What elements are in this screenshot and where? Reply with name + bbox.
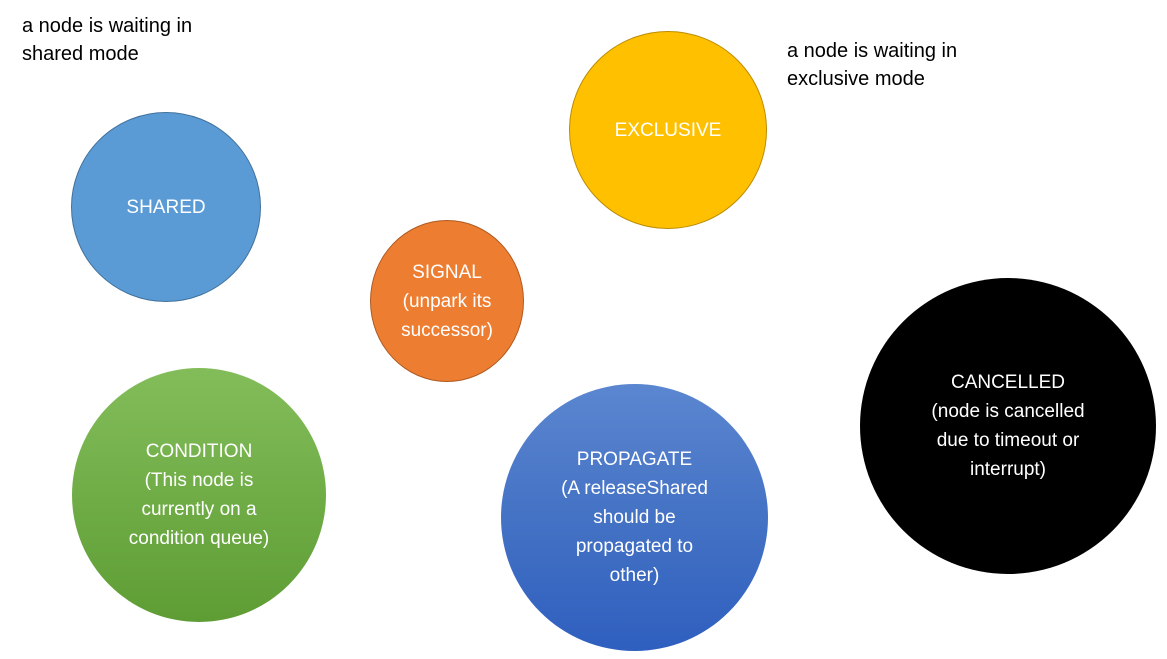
propagate-state-circle: PROPAGATE (A releaseShared should be pro… xyxy=(501,384,768,651)
cancelled-state-circle: CANCELLED (node is cancelled due to time… xyxy=(860,278,1156,574)
condition-state-circle: CONDITION (This node is currently on a c… xyxy=(72,368,326,622)
exclusive-state-label: EXCLUSIVE xyxy=(614,119,722,141)
shared-state-circle: SHARED xyxy=(71,112,261,302)
exclusive-mode-annotation: a node is waiting in exclusive mode xyxy=(787,40,958,90)
propagate-state-label: PROPAGATE (A releaseShared should be pro… xyxy=(561,449,708,586)
cancelled-state-label: CANCELLED (node is cancelled due to time… xyxy=(931,372,1085,480)
signal-state-label: SIGNAL (unpark its successor) xyxy=(401,261,493,341)
signal-state-circle: SIGNAL (unpark its successor) xyxy=(370,220,524,382)
shared-mode-annotation: a node is waiting in shared mode xyxy=(22,15,193,65)
condition-state-label: CONDITION (This node is currently on a c… xyxy=(128,441,270,549)
exclusive-state-circle: EXCLUSIVE xyxy=(569,31,767,229)
shared-state-label: SHARED xyxy=(126,196,206,218)
